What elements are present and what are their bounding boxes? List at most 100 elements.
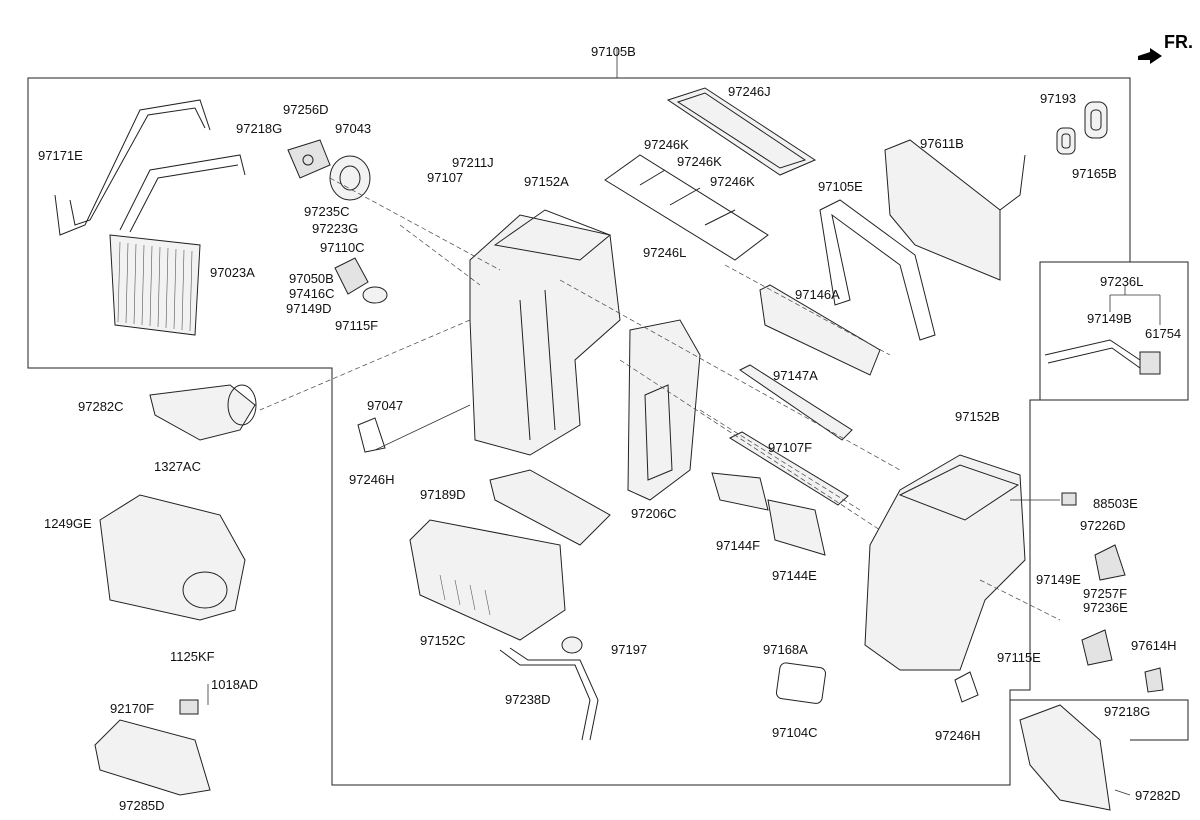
- label-97023A: 97023A: [210, 265, 255, 280]
- tray-part-97189D: [489, 469, 611, 546]
- duct-part-97282C: [149, 384, 257, 441]
- door-part-97146A: [759, 284, 881, 376]
- filter-cover-part: [604, 154, 769, 261]
- label-97211J: 97211J: [452, 155, 494, 170]
- actuator-part-97256D: [287, 139, 331, 179]
- label-1018AD: 1018AD: [211, 677, 258, 692]
- label-97246H-left: 97246H: [349, 472, 395, 487]
- label-97152A: 97152A: [524, 174, 569, 189]
- label-97165B: 97165B: [1072, 166, 1117, 181]
- label-88503E: 88503E: [1093, 496, 1138, 511]
- link-part-97149D: [362, 286, 388, 304]
- heater-core-part: [109, 234, 201, 336]
- front-arrow-icon: [1138, 48, 1162, 64]
- label-97236L: 97236L: [1100, 274, 1143, 289]
- label-97105B: 97105B: [591, 44, 636, 59]
- cabin-filter-part: [666, 87, 817, 176]
- label-97238D: 97238D: [505, 692, 551, 707]
- seal-part-97104C: [775, 662, 826, 704]
- label-97144F: 97144F: [716, 538, 760, 553]
- label-1125KF: 1125KF: [170, 649, 215, 664]
- label-97115E: 97115E: [997, 650, 1041, 665]
- door-part-97147A: [739, 364, 853, 441]
- label-97115F: 97115F: [335, 318, 378, 333]
- seal-part-97193: [1056, 127, 1076, 155]
- heater-case-right-part: [864, 454, 1026, 671]
- duct-part-97282D: [1019, 704, 1111, 811]
- label-97152C: 97152C: [420, 633, 466, 648]
- label-97218G-right: 97218G: [1104, 704, 1150, 719]
- pipe-part-97236L: [1044, 339, 1161, 375]
- label-97246K-1: 97246K: [644, 137, 689, 152]
- seal-part-97165B: [1084, 101, 1108, 139]
- label-97246J: 97246J: [728, 84, 771, 99]
- subassembly-frame-97282D: [1010, 699, 1189, 741]
- evaporator-part: [884, 139, 1026, 281]
- label-97235C: 97235C: [304, 204, 350, 219]
- label-97144E: 97144E: [772, 568, 817, 583]
- label-97246K-3: 97246K: [710, 174, 755, 189]
- label-97149B: 97149B: [1087, 311, 1132, 326]
- label-97043: 97043: [335, 121, 371, 136]
- label-97256D: 97256D: [283, 102, 329, 117]
- label-97193: 97193: [1040, 91, 1076, 106]
- door-part-97144F: [711, 472, 769, 511]
- heater-case-left-part: [469, 209, 621, 456]
- label-97107F: 97107F: [768, 440, 812, 455]
- actuator-part-97236E: [1081, 629, 1113, 666]
- seal-part-97246H-left: [357, 417, 386, 453]
- label-97197: 97197: [611, 642, 647, 657]
- label-97104C: 97104C: [772, 725, 818, 740]
- sensor-part-88503E: [1061, 492, 1077, 506]
- label-97105E: 97105E: [818, 179, 863, 194]
- label-97246H-right: 97246H: [935, 728, 981, 743]
- label-97149E: 97149E: [1036, 572, 1081, 587]
- lower-case-part: [409, 519, 566, 641]
- label-97152B: 97152B: [955, 409, 1000, 424]
- bracket-part-97285D: [94, 699, 211, 796]
- bracket-part-97614H: [1144, 667, 1164, 693]
- label-97147A: 97147A: [773, 368, 818, 383]
- center-duct-part: [627, 319, 701, 501]
- label-97218G: 97218G: [236, 121, 282, 136]
- seal-part-97246H-right: [954, 671, 979, 703]
- label-97226D: 97226D: [1080, 518, 1126, 533]
- label-97246K-2: 97246K: [677, 154, 722, 169]
- label-97050B: 97050B: [289, 271, 334, 286]
- label-92170F: 92170F: [110, 701, 154, 716]
- grommet-part-97197: [561, 636, 583, 654]
- label-97047: 97047: [367, 398, 403, 413]
- label-97282C: 97282C: [78, 399, 124, 414]
- label-97206C: 97206C: [631, 506, 677, 521]
- actuator-part-97226D: [1094, 544, 1126, 581]
- label-97189D: 97189D: [420, 487, 466, 502]
- label-97146A: 97146A: [795, 287, 840, 302]
- label-97614H: 97614H: [1131, 638, 1177, 653]
- subassembly-frame-97236L: [1039, 261, 1189, 401]
- part-labels: 97105B 97171E 97218G 97256D 97043 97023A…: [38, 44, 1181, 813]
- heater-pipe-part: [54, 99, 246, 236]
- label-97285D: 97285D: [119, 798, 165, 813]
- front-direction-indicator: FR.: [1138, 32, 1193, 64]
- label-97611B: 97611B: [920, 136, 964, 151]
- leader-lines: [207, 48, 1161, 796]
- actuator-part-97050B: [334, 257, 369, 295]
- label-97107: 97107: [427, 170, 463, 185]
- drain-hose-part: [499, 649, 591, 741]
- label-97236E: 97236E: [1083, 600, 1128, 615]
- label-97223G: 97223G: [312, 221, 358, 236]
- label-61754: 61754: [1145, 326, 1181, 341]
- label-97171E: 97171E: [38, 148, 83, 163]
- label-1327AC: 1327AC: [154, 459, 201, 474]
- label-97168A: 97168A: [763, 642, 808, 657]
- motor-part-97043: [329, 155, 371, 201]
- gasket-part-97105E: [819, 199, 936, 341]
- label-97110C: 97110C: [320, 240, 365, 255]
- label-97282D: 97282D: [1135, 788, 1181, 803]
- label-1249GE: 1249GE: [44, 516, 92, 531]
- label-97246L: 97246L: [643, 245, 686, 260]
- label-97149D: 97149D: [286, 301, 332, 316]
- label-97416C: 97416C: [289, 286, 335, 301]
- front-direction-label: FR.: [1164, 32, 1193, 52]
